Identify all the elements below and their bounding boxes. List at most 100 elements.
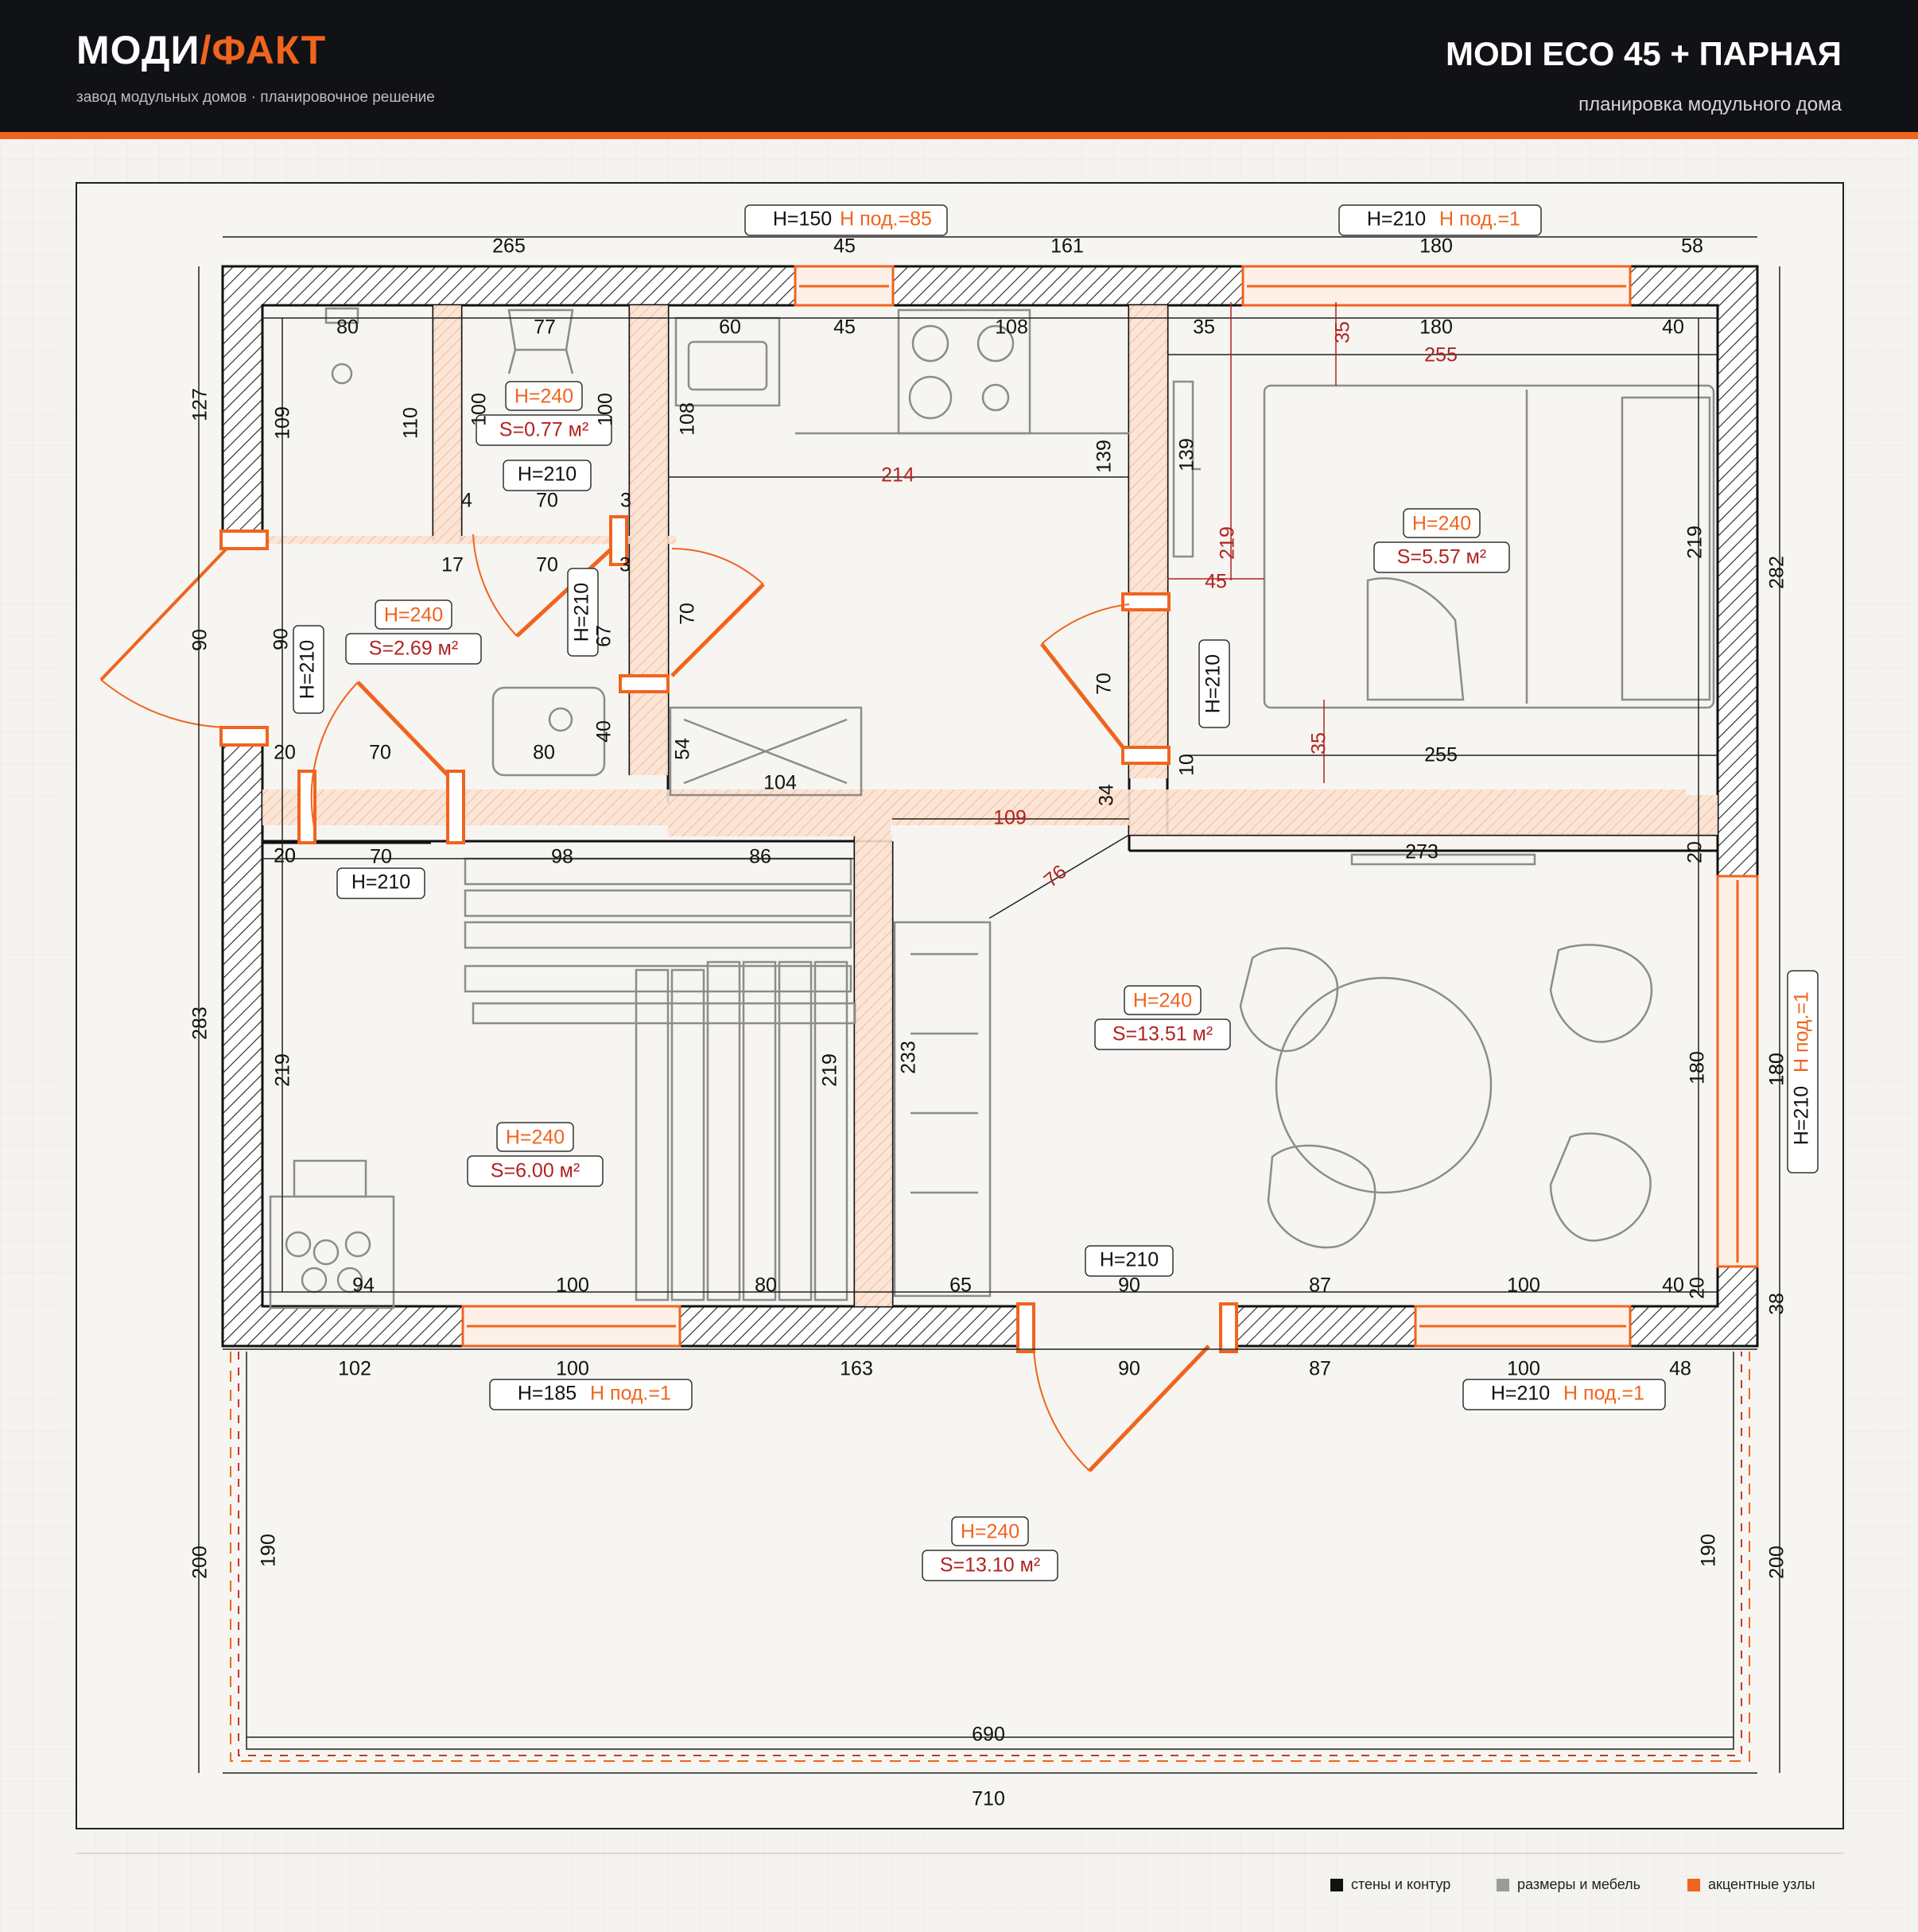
- sink-icon: [491, 686, 606, 777]
- legend-item-dimensions: размеры и мебель: [1497, 1876, 1640, 1893]
- dimension-label: 94: [352, 1274, 375, 1297]
- chair-icon: [507, 308, 574, 374]
- terrace-side-label: 190: [1698, 1534, 1720, 1567]
- doors[interactable]: [99, 515, 1238, 1472]
- room-area-box: [1094, 1018, 1231, 1050]
- dimension-label: 4: [461, 490, 472, 512]
- dimension-label: 255: [1424, 744, 1458, 766]
- dimension-label: 90: [1118, 1274, 1140, 1297]
- dimension-label: 110: [400, 407, 422, 439]
- door-label-box: [567, 568, 599, 657]
- room-area: S=6.00 м²: [491, 1160, 580, 1182]
- legend-label: стены и контур: [1351, 1876, 1451, 1892]
- dimension-label: 139: [1093, 440, 1116, 473]
- door-label-box: [336, 867, 425, 899]
- window-label-box: [1338, 204, 1542, 236]
- dimension-label: 180: [1419, 235, 1453, 258]
- shoe-rack-icon: [893, 921, 992, 1298]
- dimension-label: 219: [819, 1053, 841, 1087]
- dimension-label: 109: [272, 406, 294, 440]
- dimension-label: 70: [369, 742, 391, 764]
- dimension-label: 100: [1507, 1358, 1540, 1380]
- door-height: H=210: [351, 871, 410, 894]
- total-width-label: 710: [972, 1788, 1005, 1810]
- dining-table-icon: [1239, 944, 1653, 1249]
- room-height-box: [505, 381, 583, 411]
- dimension-label: 180: [1766, 1053, 1788, 1086]
- door-height: H=210: [571, 583, 593, 642]
- room-height: H=240: [384, 604, 443, 627]
- dimension-label: 100: [595, 393, 617, 426]
- dimension-label: 200: [1766, 1546, 1788, 1579]
- legend-item-walls: стены и контур: [1330, 1876, 1450, 1893]
- bench-icon: [464, 857, 856, 1025]
- dimension-label: 70: [1093, 673, 1116, 695]
- dimension-label: 219: [1684, 526, 1706, 559]
- dimension-label: 109: [993, 807, 1027, 829]
- dimension-label: 86: [749, 846, 771, 868]
- door-label-box: [1198, 639, 1230, 728]
- legend-swatch: [1330, 1878, 1343, 1891]
- page-subtitle: планировка модульного дома: [1578, 94, 1842, 115]
- brand-accent: ФАКТ: [212, 28, 327, 72]
- window-sill-height: Н под.=1: [1439, 208, 1520, 231]
- door-height-label: H=210: [336, 867, 425, 899]
- dimension-label: 139: [1176, 438, 1198, 471]
- window-height: H=210: [1491, 1383, 1550, 1405]
- dimension-label: 180: [1419, 316, 1453, 339]
- dimension-label: 17: [441, 554, 464, 576]
- dimension-lines-red: [1167, 302, 1337, 783]
- dimension-label: 265: [492, 235, 526, 258]
- furniture: [269, 307, 1715, 1309]
- window-label-box: [489, 1379, 693, 1410]
- dimension-label: 108: [995, 316, 1028, 339]
- room-height: H=240: [1412, 513, 1471, 535]
- room-height: H=240: [506, 1127, 565, 1149]
- window-label: H=210 Н под.=1: [1787, 970, 1819, 1174]
- dimension-label: 180: [1766, 1053, 1788, 1086]
- dimension-label: 180: [1687, 1051, 1709, 1084]
- room-height-box: [496, 1122, 574, 1152]
- door-height-label: H=210: [567, 568, 599, 657]
- dimension-label: 70: [536, 490, 558, 512]
- window-sill-height: Н под.=1: [1791, 991, 1813, 1073]
- dimension-label: 100: [1507, 1274, 1540, 1297]
- room-area: S=0.77 м²: [499, 419, 588, 441]
- header-accent-line: [0, 132, 1918, 139]
- dimension-label: 45: [833, 235, 856, 258]
- dimension-lines: [198, 236, 1780, 1774]
- dimension-label: 90: [270, 628, 293, 650]
- header-bar: МОДИ/ФАКТ завод модульных домов · планир…: [0, 0, 1918, 132]
- wardrobe-icon: [669, 706, 863, 797]
- dimension-label: 70: [370, 846, 392, 868]
- window-sill-height: Н под.=1: [1563, 1383, 1644, 1405]
- dimension-label: 40: [1662, 1274, 1684, 1297]
- dimension-label: 100: [556, 1274, 589, 1297]
- door-height-label: H=210: [293, 625, 324, 714]
- window-height: H=150: [773, 208, 832, 231]
- dimension-label: 40: [1662, 316, 1684, 339]
- dimension-label: 98: [551, 846, 573, 868]
- brand-logo[interactable]: МОДИ/ФАКТ: [76, 27, 326, 73]
- window-height: H=210: [1791, 1086, 1813, 1145]
- door-height: H=210: [297, 640, 319, 699]
- dimension-label: 20: [274, 845, 296, 867]
- toilet-icon: [324, 307, 359, 385]
- dimension-label: 38: [1766, 1293, 1788, 1315]
- page-title: MODI ECO 45 + ПАРНАЯ: [1446, 35, 1842, 72]
- dimension-label: 233: [898, 1041, 920, 1074]
- dimension-label: 35: [1332, 321, 1354, 343]
- windows[interactable]: [461, 265, 1759, 1348]
- door-height: H=210: [1100, 1249, 1159, 1271]
- bed-icon: [1263, 384, 1715, 709]
- room-area: S=13.10 м²: [940, 1554, 1040, 1577]
- door-height-label: H=210: [1198, 639, 1230, 728]
- dimension-label: 273: [1405, 841, 1438, 863]
